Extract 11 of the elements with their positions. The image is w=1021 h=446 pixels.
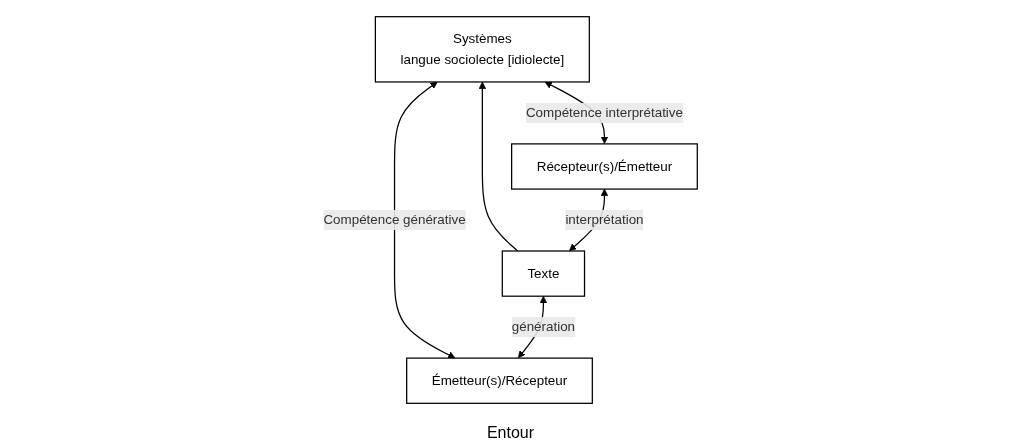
node-box: Texte	[501, 250, 586, 297]
arrow	[478, 81, 519, 252]
node-box: Systèmes langue sociolecte [idiolecte]	[374, 16, 591, 83]
edge-label: interprétation	[565, 212, 644, 227]
node-box: Récepteur(s)/Émetteur	[511, 143, 699, 190]
edge-label: génération	[511, 319, 576, 334]
edge-label: Compétence interprétative	[526, 105, 684, 120]
label-text: Entour	[486, 424, 535, 442]
node-box: Émetteur(s)/Récepteur	[406, 357, 594, 404]
arrow	[394, 81, 456, 359]
edge-label: Compétence générative	[323, 212, 466, 227]
